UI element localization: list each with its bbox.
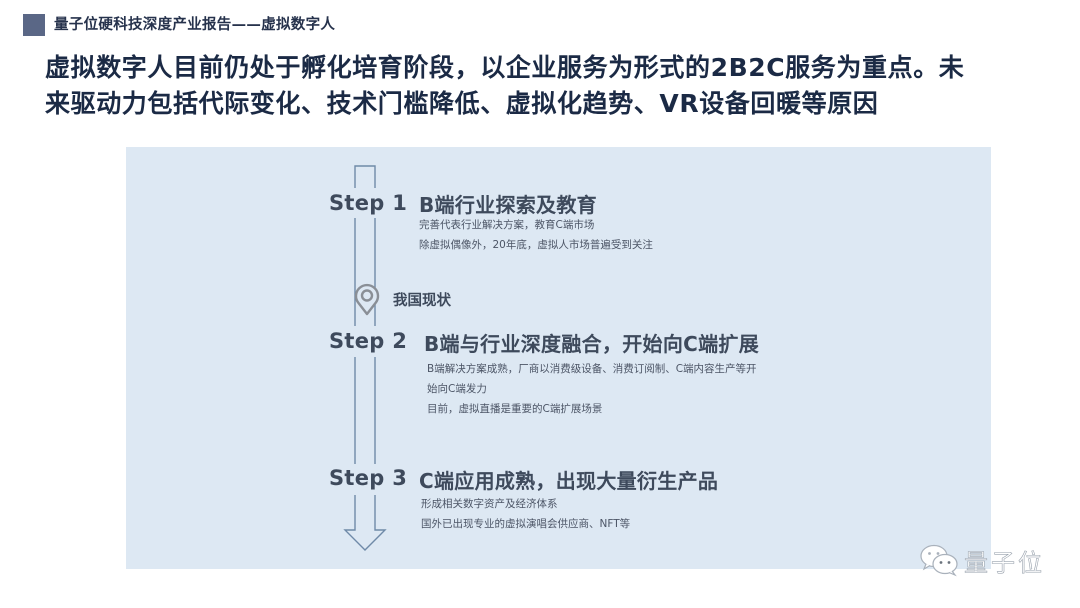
step-2-title: B端与行业深度融合，开始向C端扩展 — [424, 332, 760, 356]
header-accent-square — [23, 14, 45, 36]
step-3-description: 形成相关数字资产及经济体系 国外已出现专业的虚拟演唱会供应商、NFT等 — [421, 494, 630, 534]
step-2-description: B端解决方案成熟，厂商以消费级设备、消费订阅制、C端内容生产等开 始向C端发力 … — [427, 359, 757, 419]
headline-line-2: 来驱动力包括代际变化、技术门槛降低、虚拟化趋势、VR设备回暖等原因 — [45, 89, 879, 118]
step-2-bullet: B端解决方案成熟，厂商以消费级设备、消费订阅制、C端内容生产等开 — [427, 363, 757, 375]
wechat-icon — [920, 544, 958, 577]
wechat-watermark: 量子位 — [918, 540, 1045, 580]
step-2-label: Step 2 — [329, 329, 408, 353]
step-1-bullet: 除虚拟偶像外，20年底，虚拟人市场普遍受到关注 — [419, 239, 653, 251]
watermark-text: 量子位 — [964, 548, 1045, 577]
step-2-bullet: 目前，虚拟直播是重要的C端扩展场景 — [427, 403, 603, 415]
timeline-panel — [126, 147, 991, 569]
step-1-title: B端行业探索及教育 — [419, 193, 597, 217]
step-1-bullet: 完善代表行业解决方案，教育C端市场 — [419, 219, 595, 231]
step-1-description: 完善代表行业解决方案，教育C端市场 除虚拟偶像外，20年底，虚拟人市场普遍受到关… — [419, 215, 653, 255]
current-status-label: 我国现状 — [393, 293, 451, 309]
step-3-title: C端应用成熟，出现大量衍生产品 — [419, 469, 719, 493]
slide-headline: 虚拟数字人目前仍处于孵化培育阶段，以企业服务为形式的2B2C服务为重点。未 来驱… — [45, 50, 1055, 122]
step-3-label: Step 3 — [329, 466, 408, 490]
location-pin-icon — [354, 283, 380, 316]
report-header-title: 量子位硬科技深度产业报告——虚拟数字人 — [54, 17, 336, 33]
step-2-bullet: 始向C端发力 — [427, 383, 487, 395]
step-3-bullet: 形成相关数字资产及经济体系 — [421, 498, 558, 510]
step-1-label: Step 1 — [329, 191, 408, 215]
step-3-bullet: 国外已出现专业的虚拟演唱会供应商、NFT等 — [421, 518, 631, 530]
headline-line-1: 虚拟数字人目前仍处于孵化培育阶段，以企业服务为形式的2B2C服务为重点。未 — [45, 53, 965, 82]
